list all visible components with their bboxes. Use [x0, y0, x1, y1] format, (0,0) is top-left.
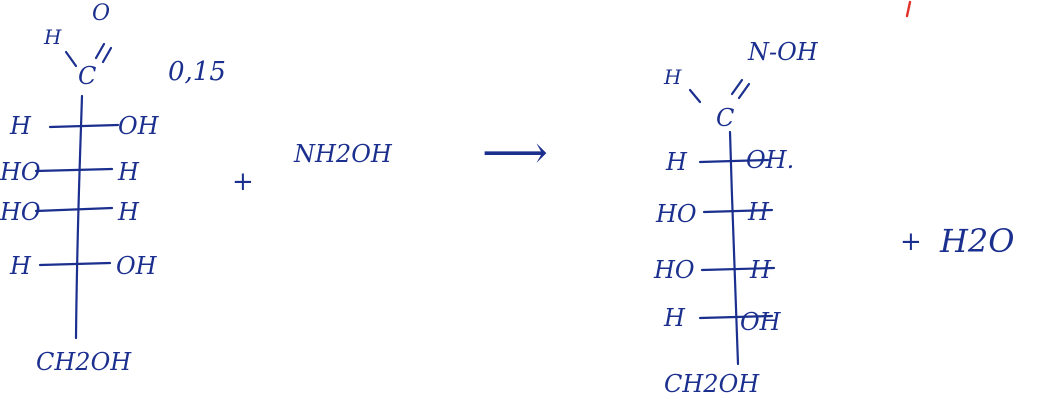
reaction-arrow: ⟶	[482, 125, 548, 179]
reactant-row2-right: H	[117, 158, 140, 186]
product-top-h: H	[663, 65, 682, 89]
reactant-crossbar-2	[34, 167, 114, 173]
reactant-c-h-bond	[64, 50, 78, 68]
water-product: H2O	[939, 222, 1015, 260]
product-row1-left: H	[665, 148, 688, 176]
product-bottom-group: CH2OH	[664, 370, 760, 398]
product-c-n-double-bond	[730, 78, 751, 100]
reactant-bottom-group: CH2OH	[36, 348, 132, 376]
product-row3-left: HO	[653, 256, 695, 284]
product-sugar: H C N-OH H OH. HO H HO H H OH CH2OH	[653, 0, 912, 398]
product-row4-right: OH	[740, 308, 782, 336]
product-backbone-line	[728, 130, 740, 366]
product-top-c: C	[716, 104, 734, 132]
plus-sign-1: +	[232, 167, 254, 197]
reactant-crossbar-1	[48, 123, 120, 129]
reactant-crossbar-4	[38, 261, 112, 267]
product-crossbar-4	[698, 314, 774, 320]
red-margin-mark	[905, 0, 912, 18]
reactant-row3-left: HO	[0, 198, 41, 226]
reactant-row2-left: HO	[0, 158, 41, 186]
reactant-crossbar-3	[34, 206, 114, 213]
reactant-row4-right: OH	[116, 252, 158, 280]
product-row2-left: HO	[655, 200, 697, 228]
product-oxime-group: N-OH	[747, 38, 819, 66]
reagent-hydroxylamine: NH2OH	[293, 140, 393, 168]
reactant-coefficient: 0,15	[168, 57, 226, 87]
product-row2-right: H	[747, 198, 770, 226]
reactant-backbone-line	[74, 94, 84, 340]
product-row1-right: OH.	[746, 146, 794, 174]
plus-sign-2: +	[900, 227, 922, 257]
product-c-h-bond	[688, 88, 702, 104]
product-crossbar-2	[702, 208, 774, 214]
reactant-row3-right: H	[117, 198, 140, 226]
reactant-aldehyde-c: C	[78, 62, 96, 90]
product-row3-right: H	[749, 256, 772, 284]
reactant-sugar: H O C 0,15 H OH HO H HO H H OH CH2OH	[0, 1, 226, 376]
reactant-aldehyde-h: H	[43, 25, 62, 49]
product-crossbar-3	[700, 266, 776, 272]
product-row4-left: H	[663, 304, 686, 332]
reactant-row1-left: H	[9, 112, 32, 140]
product-crossbar-1	[698, 158, 770, 164]
reactant-c-o-double-bond	[94, 42, 113, 64]
reactant-row1-right: OH	[118, 112, 160, 140]
reactant-row4-left: H	[9, 252, 32, 280]
reactant-aldehyde-o: O	[92, 1, 110, 26]
